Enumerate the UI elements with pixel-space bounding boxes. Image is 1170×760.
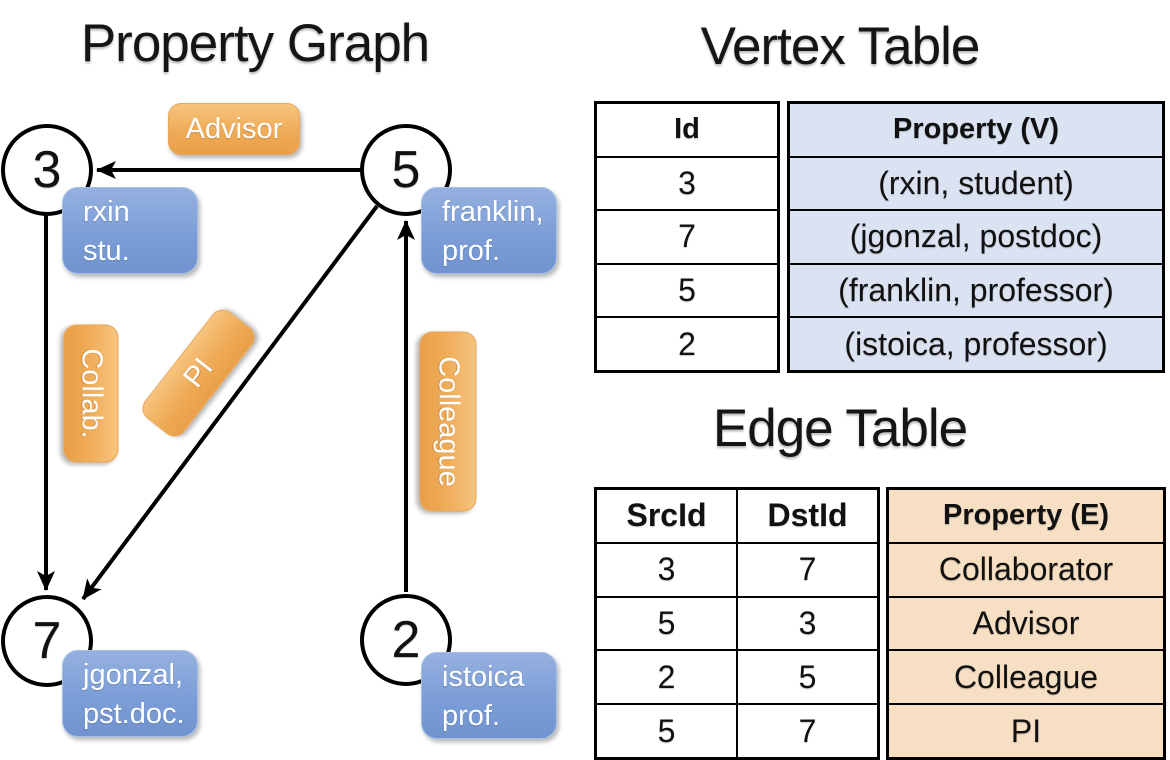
- edge-table-src-dst-columns: SrcId 3 5 2 5 DstId 7 3 5 7: [594, 487, 880, 760]
- edge-dstid-cell: 7: [738, 541, 877, 596]
- vertex-table-header-id: Id: [674, 113, 700, 146]
- edge-table-dstid-column: DstId 7 3 5 7: [736, 490, 877, 757]
- edge-label-collab: Collab.: [63, 324, 119, 463]
- node-2-property-line1: istoica: [442, 661, 525, 693]
- edge-table-header-srcid: SrcId: [626, 497, 707, 534]
- edge-table-title: Edge Table: [712, 399, 968, 458]
- node-2-property-line2: prof.: [442, 700, 501, 732]
- node-3-property-line1: rxin: [83, 196, 130, 228]
- edge-label-advisor: Advisor: [168, 103, 300, 155]
- edge-label-colleague: Colleague: [419, 331, 477, 512]
- node-2-property-box: istoica prof.: [421, 652, 557, 739]
- vertex-property-cell: (franklin, professor): [790, 262, 1162, 317]
- vertex-property-cell: (rxin, student): [790, 155, 1162, 210]
- node-7-id: 7: [32, 612, 62, 670]
- edge-property-cell: Advisor: [889, 595, 1163, 650]
- edge-table-header-dstid: DstId: [767, 497, 848, 534]
- edge-dstid-cell: 3: [738, 595, 877, 650]
- node-5-property-line1: franklin,: [442, 196, 544, 228]
- edge-srcid-cell: 5: [597, 595, 736, 650]
- vertex-table: Id 3 7 5 2 Property (V) (rxin, student) …: [594, 101, 1165, 373]
- node-5-property-line2: prof.: [442, 235, 501, 267]
- edge-srcid-cell: 5: [597, 703, 736, 757]
- vertex-table-property-column: Property (V) (rxin, student) (jgonzal, p…: [787, 101, 1165, 373]
- vertex-property-cell: (istoica, professor): [790, 316, 1162, 370]
- edge-table-srcid-column: SrcId 3 5 2 5: [597, 490, 736, 757]
- vertex-property-cell: (jgonzal, postdoc): [790, 209, 1162, 263]
- graph-edges: [37, 161, 415, 601]
- edge-dstid-cell: 7: [738, 703, 877, 757]
- edge-dstid-cell: 5: [738, 649, 877, 703]
- property-graph-title: Property Graph: [80, 14, 430, 73]
- vertex-table-header-property: Property (V): [790, 104, 1162, 156]
- vertex-id-cell: 7: [597, 209, 777, 263]
- edge-property-cell: Colleague: [889, 649, 1163, 704]
- vertex-id-cell: 3: [597, 155, 777, 210]
- node-7-property-line1: jgonzal,: [83, 659, 183, 691]
- node-5-id: 5: [391, 141, 421, 199]
- node-3-property-box: rxin stu.: [62, 187, 198, 274]
- edge-table-property-column: Property (E) Collaborator Advisor Collea…: [886, 487, 1166, 760]
- vertex-id-cell: 2: [597, 316, 777, 370]
- node-2-id: 2: [391, 611, 421, 669]
- vertex-id-cell: 5: [597, 262, 777, 317]
- edge-table-header-property: Property (E): [889, 490, 1163, 542]
- graph-node-2: 2: [360, 594, 452, 686]
- vertex-table-title: Vertex Table: [700, 17, 981, 76]
- edge-property-cell: Collaborator: [889, 541, 1163, 596]
- edge-property-cell: PI: [889, 703, 1163, 757]
- node-7-property-box: jgonzal, pst.doc.: [62, 650, 198, 737]
- edge-table: SrcId 3 5 2 5 DstId 7 3 5 7 Property (E)…: [594, 487, 1166, 760]
- edge-srcid-cell: 3: [597, 541, 736, 596]
- node-3-property-line2: stu.: [83, 235, 130, 267]
- graph-node-5: 5: [360, 124, 452, 216]
- edge-pi-5-to-7: [81, 204, 379, 601]
- edge-srcid-cell: 2: [597, 649, 736, 703]
- vertex-table-id-column: Id 3 7 5 2: [594, 101, 780, 373]
- node-3-id: 3: [32, 141, 62, 199]
- node-5-property-box: franklin, prof.: [421, 187, 557, 274]
- node-7-property-line2: pst.doc.: [83, 698, 185, 730]
